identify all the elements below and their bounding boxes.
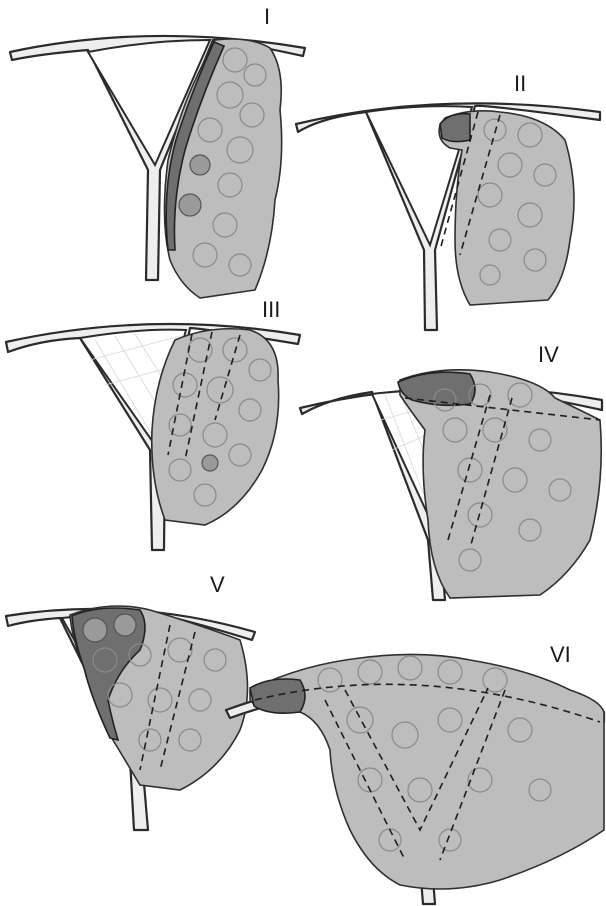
- panel-label: VI: [550, 642, 571, 667]
- tumor-mass: [152, 329, 279, 525]
- panel-4: IV: [300, 342, 602, 600]
- panel-6: VI: [226, 642, 604, 904]
- panel-label: V: [210, 572, 225, 597]
- panel-label: IV: [538, 342, 559, 367]
- panel-5: V: [6, 572, 255, 830]
- panel-label: III: [262, 297, 280, 322]
- panel-1: I: [10, 4, 305, 298]
- panel-label: II: [514, 71, 526, 96]
- panel-3: III: [6, 297, 300, 550]
- tumor-front: [250, 679, 305, 713]
- panel-label: I: [264, 4, 270, 29]
- panel-2: II: [296, 71, 600, 330]
